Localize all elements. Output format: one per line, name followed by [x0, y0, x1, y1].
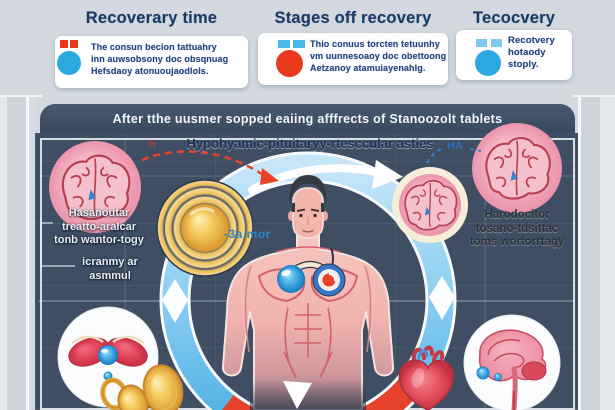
note-line: tosano-tdsittac — [475, 222, 559, 235]
blue-sphere-icon — [98, 345, 118, 365]
mouth — [302, 229, 314, 233]
note-connector-line — [40, 222, 75, 267]
note-line: treatto-aralcar — [62, 220, 136, 233]
stage-square-icon — [476, 39, 487, 47]
diamond-marker-left — [162, 279, 188, 323]
legend-line: The consun becion tattuahry — [91, 42, 217, 52]
right-note: Harodocitor tosano-tdsittac toms wortorr… — [458, 209, 576, 250]
stage-square-icon — [60, 40, 68, 48]
right-edge-strip — [578, 96, 615, 410]
brain-icon — [49, 141, 141, 233]
note-line: Hasanoutar — [68, 207, 130, 219]
blue-sphere-icon — [277, 265, 305, 293]
note-line: icranmy ar — [82, 256, 138, 268]
head — [292, 187, 324, 239]
note-line: Harodocitor — [484, 209, 550, 221]
diamond-marker-right — [429, 276, 455, 320]
stage-circle-icon — [276, 50, 303, 77]
brain-icon — [472, 123, 562, 213]
banner-title: After tthe uusmer sopped eaiing afffrect… — [40, 104, 575, 134]
testes-icon — [57, 306, 159, 408]
legend-line: Aetzanoy atamuiayenahlg. — [310, 63, 426, 73]
left-note-2: icranmy ar asmmul — [58, 256, 162, 283]
stage-square-icon — [278, 40, 290, 48]
hair — [289, 175, 327, 203]
outer-frame-line-left — [0, 95, 42, 97]
diagram-title: Hypohyamic-pituitaryy-rtesccular asties — [186, 136, 434, 151]
heart-icon — [398, 345, 455, 410]
legend-line: Recotvery — [508, 35, 555, 46]
target-icon — [312, 263, 346, 297]
legend-card-3: Recotvery hotaody stoply. — [456, 30, 572, 80]
stage-circle-icon — [475, 50, 501, 76]
hormone-label-h: H — [149, 139, 156, 149]
coil-icon — [156, 179, 254, 277]
left-edge-strip — [0, 96, 35, 410]
left-note-1: Hasanoutar treatto-aralcar tonb wantor-t… — [38, 207, 160, 248]
stage-square-icon — [491, 39, 502, 47]
legend-line: stoply. — [508, 59, 539, 70]
cycle-arrowhead-top — [372, 160, 403, 189]
eyebrows — [296, 208, 320, 212]
legend-card-2: Thio conuus torcten tetuunhy vm uunnesoa… — [258, 33, 448, 85]
note-line: toms wortorrtagy — [469, 236, 565, 248]
outer-frame-line-right — [573, 95, 615, 97]
hormone-arrow-red-icon — [141, 150, 279, 185]
hormone-label-amor: -3a mor — [224, 227, 271, 241]
legend-line: hotaody — [508, 47, 546, 58]
cycle-arrowhead-bottom — [283, 381, 312, 409]
chest-elements — [277, 247, 346, 297]
legend-title-recovery-time: Recoverary time — [85, 9, 218, 27]
legend-line: Thio conuus torcten tetuunhy — [310, 39, 440, 49]
legend-title-tecocvery: Tecocvery — [472, 9, 556, 27]
stage-circle-icon — [57, 51, 81, 75]
legend-line: Hefsdaoy atonuoujaodlols. — [91, 66, 209, 76]
cycle-ring-icon — [159, 151, 457, 410]
legend-card-1: The consun becion tattuahry inn auwsobso… — [55, 36, 248, 88]
stage-square-icon — [293, 40, 305, 48]
gold-coins-icon — [100, 364, 184, 410]
pituitary-section-icon — [463, 314, 561, 410]
legend-line: vm uunnesoaoy doc obettoong — [310, 51, 447, 61]
note-line: asmmul — [89, 269, 131, 282]
hormone-arrow-blue-icon — [426, 148, 482, 164]
legend-title-stages: Stages off recovery — [274, 9, 432, 27]
brain-icon — [392, 167, 468, 243]
note-line: tonb wantor-togy — [54, 234, 144, 246]
stage-square-icon — [70, 40, 78, 48]
legend-line: inn auwsobsony doc obsqnuag — [91, 54, 229, 64]
hormone-label-ha: HA — [447, 140, 463, 152]
